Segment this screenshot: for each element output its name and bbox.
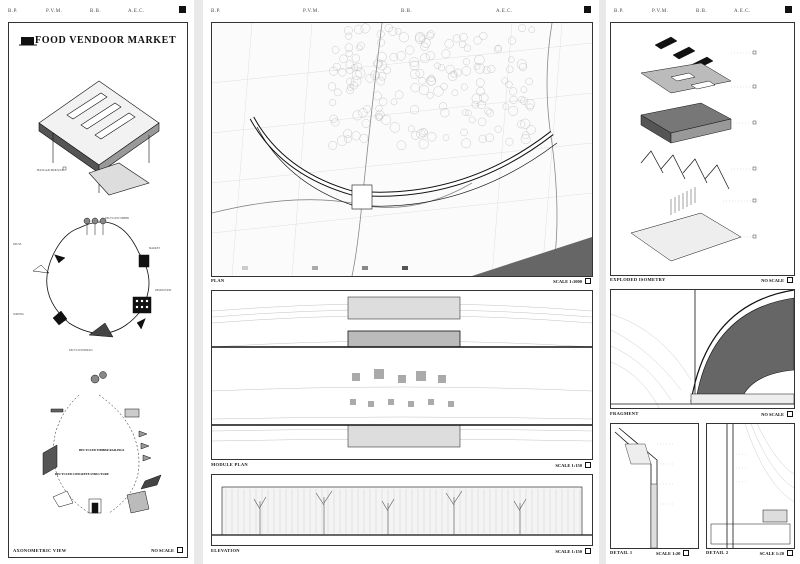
header-pvm: P.V.M.: [303, 9, 320, 14]
fragment-frame: [610, 289, 795, 409]
plan-caption: PLAN: [211, 278, 225, 283]
elevation-drawing: [212, 486, 592, 536]
header-aec: A.E.C.: [128, 9, 145, 14]
plan-scale: SCALE 1:1000: [553, 278, 591, 284]
plan-frame: [211, 22, 593, 277]
module-plan-caption: MODULE PLAN: [211, 462, 248, 467]
svg-text:SORTING: SORTING: [13, 313, 24, 316]
header-aec: A.E.C.: [496, 9, 513, 14]
axonometric-drawings: HANGAR MODULE RECYCLED TIMBER: [13, 37, 171, 514]
axonometric-frame: HANGAR MODULE RECYCLED TIMBER: [8, 22, 188, 558]
cycle-label-timber: RECYCLED TIMBER RAILINGS: [79, 448, 125, 452]
detail1-scale: SCALE 1:20: [656, 550, 690, 556]
elevation-scale: SCALE 1:150: [555, 548, 591, 554]
project-title: FOOD VENDOOR MARKET: [35, 35, 177, 46]
header-pvm: P.V.M.: [652, 9, 669, 14]
elevation-frame: [211, 474, 593, 546]
header-bp: B.P.: [614, 9, 625, 14]
detail2-drawing: [710, 424, 794, 548]
detail1-caption: DETAIL 1: [610, 550, 633, 555]
module-stall-row: [347, 330, 461, 348]
fragment-scale: NO SCALE: [761, 411, 793, 417]
module-canopy-top: [347, 296, 461, 320]
plan-bridge: [351, 184, 373, 210]
exploded-isometry-drawing: [630, 36, 757, 262]
header-bp: B.P.: [211, 9, 222, 14]
axonometric-scale: NO SCALE: [151, 547, 183, 553]
header-aec: A.E.C.: [734, 9, 751, 14]
header-mark-icon: [785, 6, 792, 13]
svg-text:REUSE: REUSE: [13, 243, 22, 246]
exploded-frame: [610, 22, 795, 276]
svg-text:DEMOLITION: DEMOLITION: [155, 289, 171, 292]
detail2-frame: [706, 423, 795, 549]
module-plan-frame: [211, 290, 593, 460]
svg-text:HANGAR MODULE: HANGAR MODULE: [37, 168, 64, 172]
elevation-caption: ELEVATION: [211, 548, 240, 553]
exploded-scale: NO SCALE: [761, 277, 793, 283]
header-bb: B.B.: [90, 9, 102, 14]
exploded-caption: EXPLODED ISOMETRY: [610, 277, 666, 282]
site-plan-drawing: [212, 23, 592, 276]
header-bb: B.B.: [401, 9, 413, 14]
header-bb: B.B.: [696, 9, 708, 14]
axonometric-caption: AXONOMETRIC VIEW: [13, 548, 67, 553]
sheet-header: B.P. P.V.M. B.B. A.E.C.: [614, 6, 792, 18]
cycle-label-concrete: RECYCLED CONCRETE STRUCTURE: [55, 472, 109, 476]
sheet-header: B.P. P.V.M. B.B. A.E.C.: [8, 6, 186, 18]
material-flow: [42, 371, 162, 514]
header-mark-icon: [584, 6, 591, 13]
sheet-left: B.P. P.V.M. B.B. A.E.C. HANGAR MODULE: [0, 0, 194, 564]
tree-field: [327, 23, 536, 151]
sheet-right: B.P. P.V.M. B.B. A.E.C.: [606, 0, 800, 564]
sheet-header: B.P. P.V.M. B.B. A.E.C.: [211, 6, 591, 18]
roof-axonometric: [38, 80, 160, 196]
svg-text:RECYCLED TIMBER: RECYCLED TIMBER: [105, 217, 129, 220]
module-stalls: [350, 369, 454, 407]
exploded-base: [630, 212, 742, 262]
plan-railway: [472, 237, 592, 276]
detail1-drawing: [614, 427, 673, 548]
fragment-drawing: [611, 290, 794, 408]
sheet-middle: B.P. P.V.M. B.B. A.E.C.: [203, 0, 599, 564]
elevation-trees: [253, 490, 527, 535]
plan-legend: [242, 266, 408, 270]
detail1-frame: [610, 423, 699, 549]
module-plan-drawing: [212, 296, 592, 448]
svg-text:RECYCLED BRICKS: RECYCLED BRICKS: [69, 349, 93, 352]
logo-icon: [21, 37, 34, 45]
header-pvm: P.V.M.: [46, 9, 63, 14]
detail2-scale: SCALE 1:20: [760, 550, 793, 556]
module-plan-scale: SCALE 1:150: [555, 462, 591, 468]
header-mark-icon: [179, 6, 186, 13]
module-canopy-bottom: [347, 424, 461, 448]
cycle-icons: [32, 217, 152, 338]
svg-text:MARKET: MARKET: [149, 247, 160, 250]
header-bp: B.P.: [8, 9, 19, 14]
detail2-caption: DETAIL 2: [706, 550, 729, 555]
fragment-caption: FRAGMENT: [610, 411, 639, 416]
cycle-notes: RECYCLED TIMBER MARKET DEMOLITION RECYCL…: [13, 217, 171, 352]
